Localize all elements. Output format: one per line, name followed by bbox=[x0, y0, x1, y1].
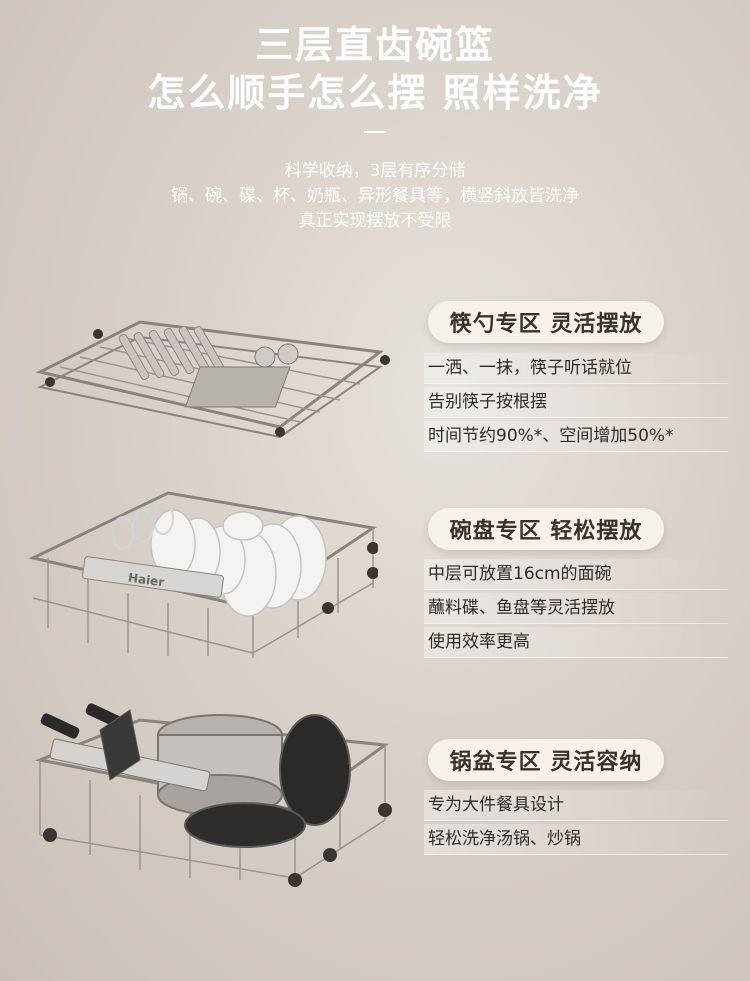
dish-zone-line1: 中层可放置16cm的面碗 bbox=[424, 559, 728, 590]
dish-zone-line2: 蘸料碟、鱼盘等灵活摆放 bbox=[424, 593, 728, 624]
subtitle-line1: 科学收纳，3层有序分储 bbox=[284, 161, 466, 181]
pot-rack-image bbox=[34, 703, 392, 887]
pot-zone-line2: 轻松洗净汤锅、炒锅 bbox=[424, 824, 728, 855]
dish-zone-line3: 使用效率更高 bbox=[424, 627, 728, 658]
subtitle-line3: 真正实现摆放不受限 bbox=[298, 211, 452, 231]
cutlery-tray-image bbox=[35, 320, 390, 439]
cutlery-zone-pill: 筷勺专区 灵活摆放 bbox=[428, 301, 664, 343]
cutlery-zone-line1: 一洒、一抹，筷子听话就位 bbox=[424, 353, 728, 384]
dish-rack-image bbox=[28, 491, 378, 658]
cutlery-zone-line2: 告别筷子按根摆 bbox=[424, 387, 728, 418]
headline-line2: 怎么顺手怎么摆 照样洗净 bbox=[147, 71, 603, 115]
header-divider bbox=[364, 131, 386, 133]
cutlery-zone-line3: 时间节约90%*、空间增加50%* bbox=[424, 421, 728, 452]
dish-zone-pill: 碗盘专区 轻松摆放 bbox=[428, 508, 664, 550]
headline-line1: 三层直齿碗篮 bbox=[254, 23, 495, 67]
pot-zone-line1: 专为大件餐具设计 bbox=[424, 790, 728, 821]
pot-zone-pill: 锅盆专区 灵活容纳 bbox=[428, 739, 664, 781]
subtitle-line2: 锅、碗、碟、杯、奶瓶、异形餐具等，横竖斜放皆洗净 bbox=[171, 186, 579, 206]
